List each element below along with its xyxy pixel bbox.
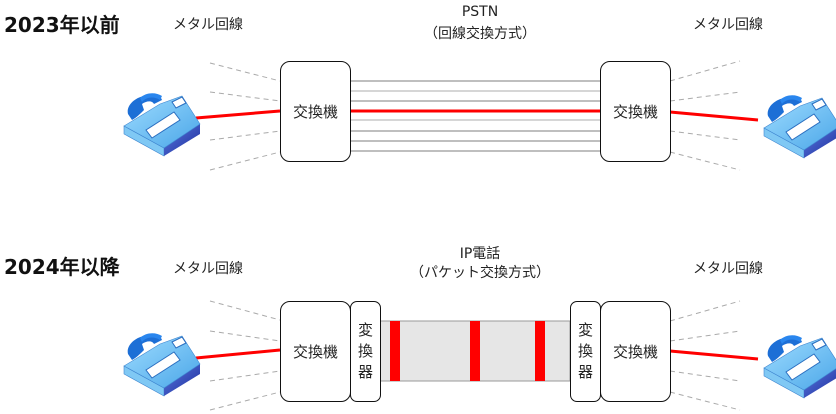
dashed-line xyxy=(669,391,741,411)
ip-phone-title: IP電話 xyxy=(459,246,501,262)
packet xyxy=(470,321,480,381)
left-call-line xyxy=(195,109,281,120)
left-call-line-2024 xyxy=(195,348,281,360)
left-metal-dashed-lines-2024 xyxy=(209,300,281,411)
converter-char: 変 xyxy=(577,321,593,339)
dashed-line xyxy=(209,391,281,411)
left-exchange-label: 交換機 xyxy=(292,103,338,121)
left-metal-line-label: メタル回線 xyxy=(173,17,243,33)
left-metal-line-label-2024: メタル回線 xyxy=(173,261,243,277)
right-call-line xyxy=(669,110,759,122)
ip-phone-subtitle: （パケット交換方式） xyxy=(410,265,550,281)
dashed-line xyxy=(669,300,741,322)
converter-char: 換 xyxy=(577,342,593,360)
converter-char: 器 xyxy=(577,363,593,381)
converter-char: 器 xyxy=(357,363,373,381)
dashed-line xyxy=(669,91,741,102)
right-exchange-label: 交換機 xyxy=(612,103,658,121)
dashed-line xyxy=(669,330,741,342)
pstn-diagram xyxy=(123,60,836,171)
left-exchange-box-2024: 交換機 xyxy=(280,301,351,402)
right-metal-dashed-lines-2024 xyxy=(669,300,741,411)
right-call-line-2024 xyxy=(669,349,759,361)
converter-char: 変 xyxy=(357,321,373,339)
left-telephone-icon-2024 xyxy=(123,332,201,397)
right-metal-line-label-2024: メタル回線 xyxy=(693,261,763,277)
era-title-2023: 2023年以前 xyxy=(4,13,120,37)
dashed-line xyxy=(209,300,281,321)
left-exchange-label-2024: 交換機 xyxy=(292,343,338,361)
ip-diagram xyxy=(123,300,836,411)
dashed-line xyxy=(209,130,281,141)
packet xyxy=(390,321,400,381)
left-exchange-box: 交換機 xyxy=(280,61,351,162)
era-title-2024: 2024年以降 xyxy=(4,255,120,279)
packet xyxy=(535,321,545,381)
left-telephone-icon xyxy=(123,92,201,157)
dashed-line xyxy=(209,62,281,82)
dashed-line xyxy=(209,370,281,382)
right-metal-dashed-lines xyxy=(669,60,741,171)
right-exchange-label-2024: 交換機 xyxy=(612,343,658,361)
right-converter-box: 変 換 器 xyxy=(570,301,601,402)
right-telephone-icon xyxy=(763,94,836,159)
dashed-line xyxy=(209,151,281,171)
dashed-line xyxy=(669,60,741,82)
converter-char: 換 xyxy=(357,342,373,360)
right-exchange-box-2024: 交換機 xyxy=(600,301,671,402)
dashed-line xyxy=(669,370,741,382)
right-metal-line-label: メタル回線 xyxy=(693,17,763,33)
dashed-line xyxy=(669,130,741,141)
pstn-title: PSTN xyxy=(461,4,499,20)
dashed-line xyxy=(669,151,741,171)
packets xyxy=(390,321,545,381)
right-telephone-icon-2024 xyxy=(763,334,836,399)
dashed-line xyxy=(209,330,281,342)
pstn-subtitle: （回線交換方式） xyxy=(424,26,536,42)
left-converter-box: 変 換 器 xyxy=(350,301,381,402)
right-exchange-box: 交換機 xyxy=(600,61,671,162)
dashed-line xyxy=(209,91,281,102)
left-metal-dashed-lines xyxy=(209,62,281,171)
pstn-trunk-lines xyxy=(350,80,600,152)
